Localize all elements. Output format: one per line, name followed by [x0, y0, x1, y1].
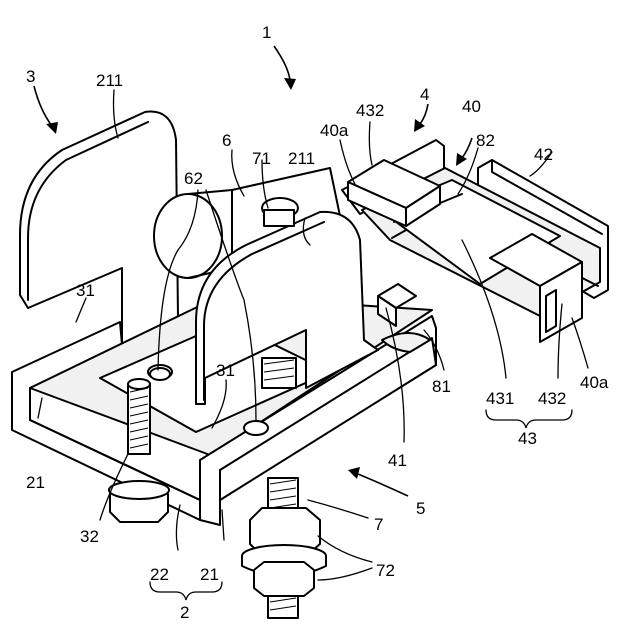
label-42: 42: [534, 145, 553, 164]
label-40a-bottom: 40a: [580, 373, 609, 392]
hole-62-right: [244, 421, 268, 435]
label-432-top: 432: [356, 101, 384, 120]
label-43: 43: [518, 429, 537, 448]
label-431: 431: [486, 389, 514, 408]
label-31-center: 31: [216, 361, 235, 380]
label-21-bottom: 21: [200, 565, 219, 584]
label-81: 81: [432, 377, 451, 396]
label-211-left: 211: [96, 71, 123, 90]
label-32: 32: [80, 527, 99, 546]
label-432-bottom: 432: [538, 389, 566, 408]
label-211-center: 211: [288, 149, 315, 168]
label-72: 72: [376, 561, 395, 580]
label-1: 1: [262, 23, 271, 42]
label-21-left: 21: [26, 473, 45, 492]
label-2: 2: [180, 603, 189, 622]
hole-62-left: [150, 368, 170, 380]
label-5: 5: [416, 499, 425, 518]
label-4: 4: [420, 85, 429, 104]
label-62: 62: [184, 169, 203, 188]
label-31-left: 31: [76, 281, 95, 300]
label-41: 41: [388, 451, 407, 470]
label-40a-top: 40a: [320, 121, 349, 140]
label-71: 71: [252, 149, 271, 168]
label-82: 82: [476, 131, 495, 150]
label-3: 3: [26, 67, 35, 86]
label-40: 40: [462, 97, 481, 116]
label-22: 22: [150, 565, 169, 584]
label-7: 7: [374, 515, 383, 534]
label-6: 6: [222, 131, 231, 150]
